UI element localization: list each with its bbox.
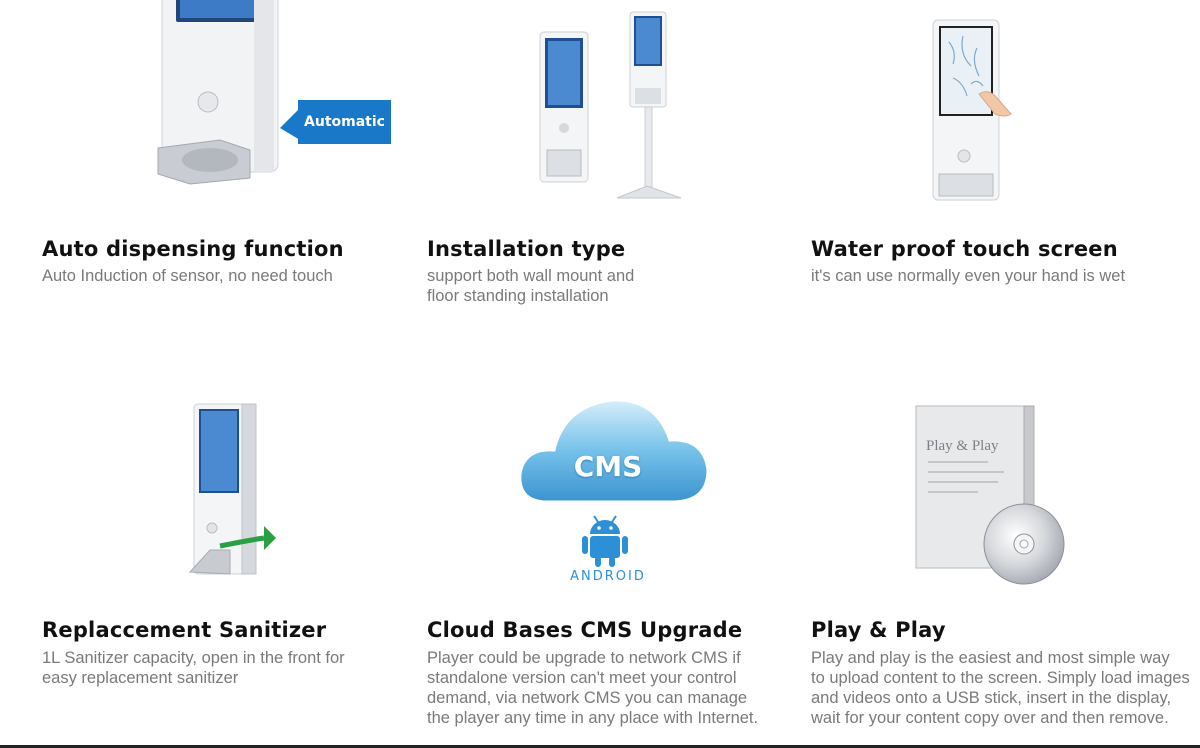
software-box-label: Play & Play xyxy=(926,438,999,454)
android-robot-icon xyxy=(582,515,628,567)
cms-cloud-label: CMS xyxy=(573,450,643,483)
desc-line: support both wall mount and xyxy=(427,267,635,285)
desc-line: the player any time in any place with In… xyxy=(427,709,759,727)
feature-title-installation-type: Installation type xyxy=(427,237,626,261)
desc-line: demand, via network CMS you can manage xyxy=(427,689,748,707)
feature-desc-play-and-play: Play and play is the easiest and most si… xyxy=(811,648,1190,728)
feature-title-water-proof: Water proof touch screen xyxy=(811,237,1118,261)
feature-title-cloud-cms: Cloud Bases CMS Upgrade xyxy=(427,618,743,642)
android-wordmark: ANDROID xyxy=(570,569,646,584)
desc-line: and videos onto a USB stick, insert in t… xyxy=(811,689,1172,707)
play-and-play-illustration: Play & Play xyxy=(908,402,1078,592)
desc-line: it's can use normally even your hand is … xyxy=(811,267,1126,285)
desc-line: 1L Sanitizer capacity, open in the front… xyxy=(42,649,345,667)
auto-dispensing-illustration: Automatic xyxy=(150,0,410,190)
feature-desc-replacement-sanitizer: 1L Sanitizer capacity, open in the front… xyxy=(42,648,345,688)
cloud-cms-illustration: CMS ANDROID xyxy=(518,392,710,592)
automatic-badge: Automatic xyxy=(298,100,391,144)
feature-title-play-and-play: Play & Play xyxy=(811,618,946,642)
software-box-icon xyxy=(915,405,1065,585)
desc-line: easy replacement sanitizer xyxy=(42,669,239,687)
desc-line: Play and play is the easiest and most si… xyxy=(811,649,1170,667)
feature-desc-water-proof: it's can use normally even your hand is … xyxy=(811,266,1125,286)
feature-title-replacement-sanitizer: Replaccement Sanitizer xyxy=(42,618,327,642)
water-proof-illustration xyxy=(925,18,1025,203)
desc-line: Player could be upgrade to network CMS i… xyxy=(427,649,741,667)
bottom-divider xyxy=(0,745,1200,748)
desc-line: wait for your content copy over and then… xyxy=(811,709,1169,727)
feature-title-auto-dispensing: Auto dispensing function xyxy=(42,237,344,261)
cms-cloud-icon xyxy=(518,398,710,504)
desc-line: to upload content to the screen. Simply … xyxy=(811,669,1190,687)
desc-line: Auto Induction of sensor, no need touch xyxy=(42,267,333,285)
feature-desc-cloud-cms: Player could be upgrade to network CMS i… xyxy=(427,648,758,728)
replacement-sanitizer-illustration xyxy=(180,398,280,580)
feature-desc-auto-dispensing: Auto Induction of sensor, no need touch xyxy=(42,266,333,286)
feature-desc-installation-type: support both wall mount and floor standi… xyxy=(427,266,634,306)
desc-line: standalone version can't meet your contr… xyxy=(427,669,737,687)
desc-line: floor standing installation xyxy=(427,287,609,305)
installation-type-illustration xyxy=(535,10,695,205)
